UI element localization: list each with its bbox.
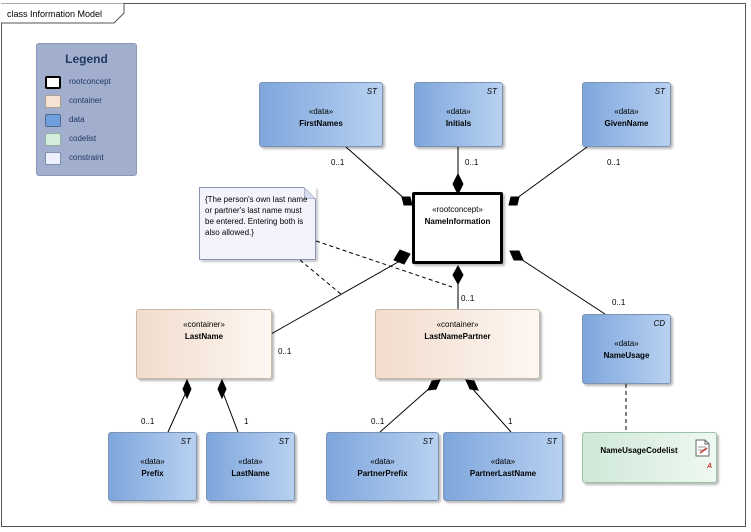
class-firstnames[interactable]: ST «data» FirstNames: [259, 82, 383, 147]
legend-label: rootconcept: [69, 77, 111, 86]
connector-partnerlastname: [469, 385, 512, 433]
class-givenname[interactable]: ST «data» GivenName: [582, 82, 671, 147]
legend-swatch-container: [45, 95, 61, 108]
stereotype-label: «data»: [614, 107, 639, 116]
stereotype-label: «container»: [183, 320, 225, 329]
class-name: NameUsage: [603, 351, 650, 360]
stereotype-label: «data»: [614, 339, 639, 348]
legend-label: constraint: [69, 153, 104, 162]
class-name: NameInformation: [424, 217, 491, 226]
diamond-lastname-data: [217, 378, 227, 400]
diamond-partnerlastname: [465, 379, 479, 391]
note-link-lastnamepartner: [315, 240, 453, 288]
codelist-document-icon: [695, 439, 710, 457]
connector-lastname-data: [221, 389, 239, 433]
diamond-firstnames: [401, 196, 413, 206]
class-name: Initials: [445, 119, 472, 128]
stereotype-label: «data»: [370, 457, 395, 466]
type-tag: CD: [653, 319, 665, 328]
class-nameusagecodelist[interactable]: NameUsageCodelist A: [582, 432, 717, 483]
type-tag: ST: [654, 87, 665, 96]
legend-swatch-codelist: [45, 133, 61, 146]
class-partnerprefix[interactable]: ST «data» PartnerPrefix: [326, 432, 439, 501]
multiplicity-firstnames: 0..1: [331, 158, 345, 167]
class-nameusage[interactable]: CD «data» NameUsage: [582, 314, 671, 384]
multiplicity-lastname-data: 1: [244, 417, 249, 426]
class-lastnamepartner[interactable]: «container» LastNamePartner: [375, 309, 540, 379]
diamond-prefix: [182, 378, 192, 400]
class-name: PartnerPrefix: [357, 469, 408, 478]
connector-prefix: [167, 389, 188, 433]
legend-label: container: [69, 96, 102, 105]
legend: Legend rootconcept container data codeli…: [36, 43, 137, 176]
note-fold-corner: [304, 187, 316, 199]
note-link-lastname: [299, 259, 343, 296]
stereotype-label: «data»: [446, 107, 471, 116]
multiplicity-lastname: 0..1: [278, 347, 292, 356]
class-name: PartnerLastName: [469, 469, 537, 478]
legend-label: data: [69, 115, 85, 124]
stereotype-label: «data»: [140, 457, 165, 466]
multiplicity-partnerprefix: 0..1: [371, 417, 385, 426]
multiplicity-givenname: 0..1: [607, 158, 621, 167]
class-name: LastNamePartner: [424, 332, 491, 341]
legend-swatch-rootconcept: [45, 76, 61, 89]
diamond-initials: [452, 172, 464, 196]
connector-partnerprefix: [379, 385, 433, 433]
diagram-title: class Information Model: [7, 9, 103, 19]
type-tag: ST: [486, 87, 497, 96]
diamond-givenname: [508, 196, 520, 206]
class-initials[interactable]: ST «data» Initials: [414, 82, 503, 147]
diamond-partnerprefix: [427, 379, 441, 391]
stereotype-label: «container»: [436, 320, 479, 329]
stereotype-label: «data»: [490, 457, 516, 466]
class-name: GivenName: [604, 119, 649, 128]
connector-lastname-container: [270, 256, 408, 335]
diamond-nameusage: [509, 250, 524, 261]
codelist-badge: A: [707, 463, 713, 470]
class-name: NameUsageCodelist: [600, 446, 678, 455]
type-tag: ST: [546, 437, 557, 446]
class-name: LastName: [231, 469, 270, 478]
type-tag: ST: [180, 437, 191, 446]
multiplicity-initials: 0..1: [465, 158, 479, 167]
class-nameinformation[interactable]: «rootconcept» NameInformation: [412, 192, 503, 264]
stereotype-label: «rootconcept»: [432, 205, 483, 214]
multiplicity-prefix: 0..1: [141, 417, 155, 426]
class-partnerlastname[interactable]: ST «data» PartnerLastName: [443, 432, 563, 501]
legend-title: Legend: [65, 52, 108, 66]
legend-label: codelist: [69, 134, 97, 143]
frame-title-tab: [1, 3, 125, 24]
diamond-lastname-container: [393, 249, 411, 265]
stereotype-label: «data»: [308, 107, 334, 116]
multiplicity-partnerlastname: 1: [508, 417, 513, 426]
constraint-note[interactable]: {The person's own last name or partner's…: [199, 187, 316, 260]
diamond-lastnamepartner: [452, 264, 464, 286]
class-name: FirstNames: [299, 119, 343, 128]
stereotype-label: «data»: [238, 457, 263, 466]
class-lastname-container[interactable]: «container» LastName: [136, 309, 272, 379]
legend-swatch-constraint: [45, 152, 61, 165]
type-tag: ST: [422, 437, 433, 446]
type-tag: ST: [278, 437, 289, 446]
connector-nameusage: [512, 253, 606, 315]
class-name: LastName: [184, 332, 224, 341]
connector-firstnames: [345, 146, 407, 201]
type-tag: ST: [366, 87, 377, 96]
class-lastname-data[interactable]: ST «data» LastName: [206, 432, 295, 501]
connector-givenname: [512, 146, 588, 202]
legend-swatch-data: [45, 114, 61, 127]
multiplicity-nameusage: 0..1: [612, 298, 626, 307]
multiplicity-lastnamepartner: 0..1: [461, 294, 475, 303]
class-name: Prefix: [141, 469, 164, 478]
note-text: {The person's own last name or partner's…: [205, 195, 308, 237]
class-prefix[interactable]: ST «data» Prefix: [108, 432, 197, 501]
